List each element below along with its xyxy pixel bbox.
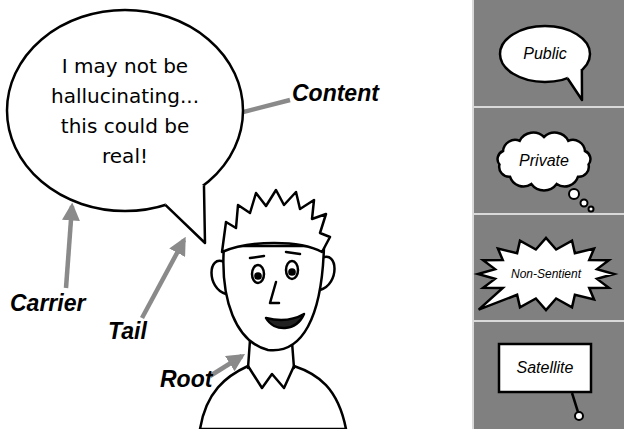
balloon-tail-fill	[165, 178, 205, 243]
panel-divider	[472, 106, 624, 108]
balloon-text: Satellite	[517, 358, 574, 378]
thought-bubble	[589, 207, 594, 212]
open-mouth	[266, 314, 304, 328]
thought-bubble	[581, 200, 588, 207]
balloon-tail	[568, 70, 583, 100]
right-pupil	[289, 269, 294, 274]
satellite-dot	[575, 412, 583, 420]
carrier-leader	[66, 206, 72, 288]
balloon-tail-fill	[568, 70, 583, 100]
satellite-box: Satellite	[498, 343, 592, 393]
balloon-text: I may not be hallucinating... this could…	[40, 51, 210, 171]
eyebrows	[250, 252, 300, 258]
left-pupil	[255, 273, 260, 278]
balloon-outline	[7, 10, 243, 211]
satellite-outline	[499, 344, 591, 392]
panel-divider	[472, 213, 624, 215]
face-outline	[223, 246, 324, 350]
balloon-text: Public	[523, 44, 567, 64]
thought-bubble	[569, 189, 579, 199]
character-drawing	[200, 190, 346, 429]
satellite-line	[572, 393, 578, 412]
burst-outline	[478, 238, 614, 310]
burst-balloon: Non-Sentient	[478, 238, 614, 310]
cloud-outline	[498, 133, 591, 191]
spiky-hair	[222, 190, 330, 252]
shirt-collar	[200, 366, 346, 429]
legend-panel	[472, 0, 624, 429]
tail-leader	[142, 240, 184, 318]
balloon-text: Private	[519, 151, 569, 171]
part-label: Content	[292, 80, 379, 107]
right-eye	[286, 261, 298, 279]
part-label: Root	[160, 366, 212, 393]
balloon-tail	[165, 185, 205, 243]
root-leader	[210, 356, 242, 376]
part-label: Tail	[108, 318, 147, 345]
panel-divider	[472, 320, 624, 322]
balloon-shape	[5, 8, 245, 213]
part-label: Carrier	[10, 290, 85, 317]
balloon-text: Non-Sentient	[511, 267, 581, 282]
speech-balloon: I may not be hallucinating... this could…	[5, 8, 245, 213]
nose	[270, 282, 279, 303]
left-eye	[252, 265, 264, 283]
panel-border	[472, 0, 474, 429]
public-balloon: Public	[498, 24, 592, 84]
thought-balloon: Private	[494, 132, 594, 190]
